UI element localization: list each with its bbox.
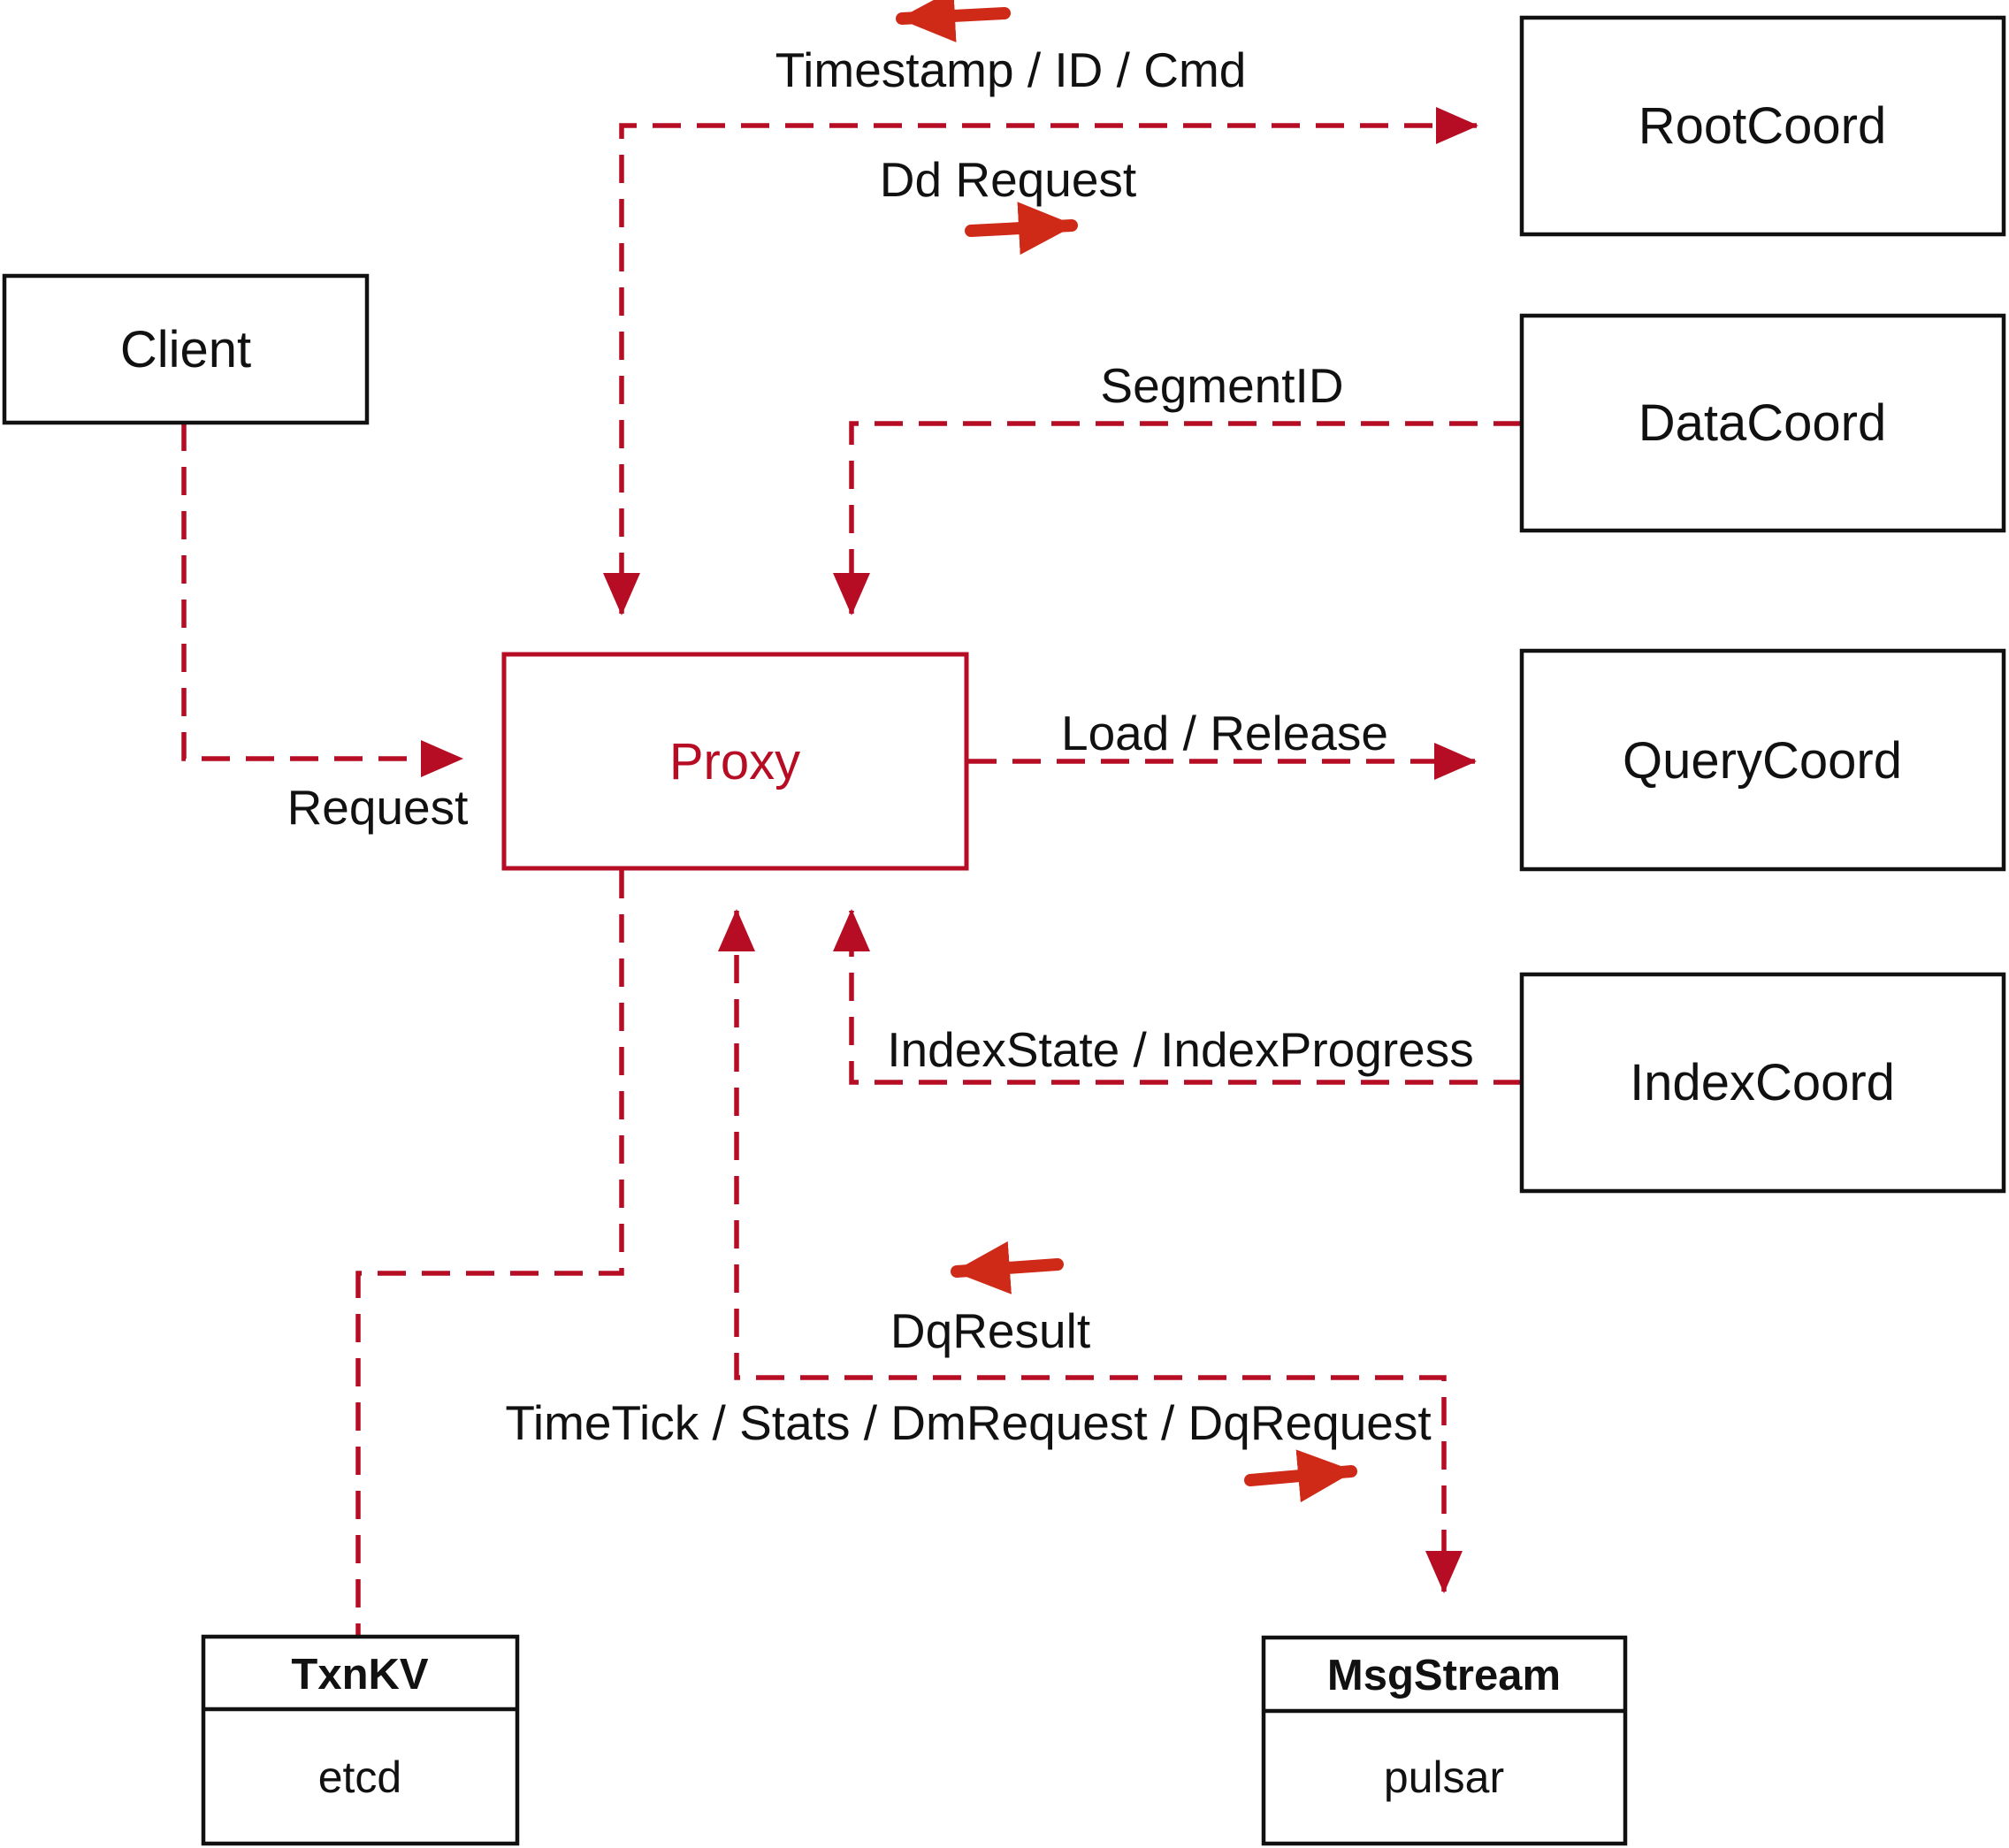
node-querycoord-label: QueryCoord (1623, 732, 1902, 790)
edge-label-index-state: IndexState / IndexProgress (887, 1022, 1473, 1077)
node-txnkv-title: TxnKV (291, 1651, 429, 1699)
node-datacoord: DataCoord (1519, 313, 2006, 533)
node-txnkv: TxnKV etcd (201, 1634, 520, 1846)
node-msgstream-subtitle: pulsar (1384, 1753, 1504, 1802)
node-msgstream: MsgStream pulsar (1261, 1635, 1628, 1846)
flow-arrow-right-dd-request-icon (965, 202, 1078, 256)
node-rootcoord-label: RootCoord (1639, 97, 1886, 155)
node-proxy: Proxy (501, 652, 969, 871)
connector-datacoord-proxy (833, 421, 1522, 615)
node-msgstream-title: MsgStream (1327, 1652, 1561, 1699)
node-client-label: Client (120, 321, 251, 378)
edge-label-request: Request (287, 780, 469, 835)
flow-arrow-right-timetick-icon (1244, 1449, 1357, 1503)
node-rootcoord: RootCoord (1519, 15, 2006, 237)
node-indexcoord-label: IndexCoord (1630, 1054, 1895, 1111)
flow-arrow-left-timestamp-icon (896, 0, 1011, 42)
edge-label-dd-request: Dd Request (880, 152, 1136, 207)
edge-label-time-tick: TimeTick / Stats / DmRequest / DqRequest (505, 1395, 1431, 1450)
node-indexcoord: IndexCoord (1519, 972, 2006, 1194)
connector-proxy-rootcoord (603, 107, 1478, 615)
node-txnkv-subtitle: etcd (318, 1753, 402, 1802)
connector-client-proxy (181, 423, 463, 777)
connector-proxy-txnkv (355, 870, 624, 1635)
edge-label-timestamp: Timestamp / ID / Cmd (775, 42, 1247, 97)
edge-label-dq-result: DqResult (890, 1303, 1090, 1358)
node-querycoord: QueryCoord (1519, 648, 2006, 872)
edge-label-segment-id: SegmentID (1100, 358, 1343, 413)
flow-arrow-left-dqresult-icon (951, 1241, 1064, 1294)
node-client: Client (2, 273, 370, 425)
connector-proxy-msgstream (718, 909, 1463, 1593)
edge-label-load-release: Load / Release (1061, 706, 1388, 760)
node-proxy-label: Proxy (669, 733, 800, 790)
node-datacoord-label: DataCoord (1639, 394, 1886, 452)
